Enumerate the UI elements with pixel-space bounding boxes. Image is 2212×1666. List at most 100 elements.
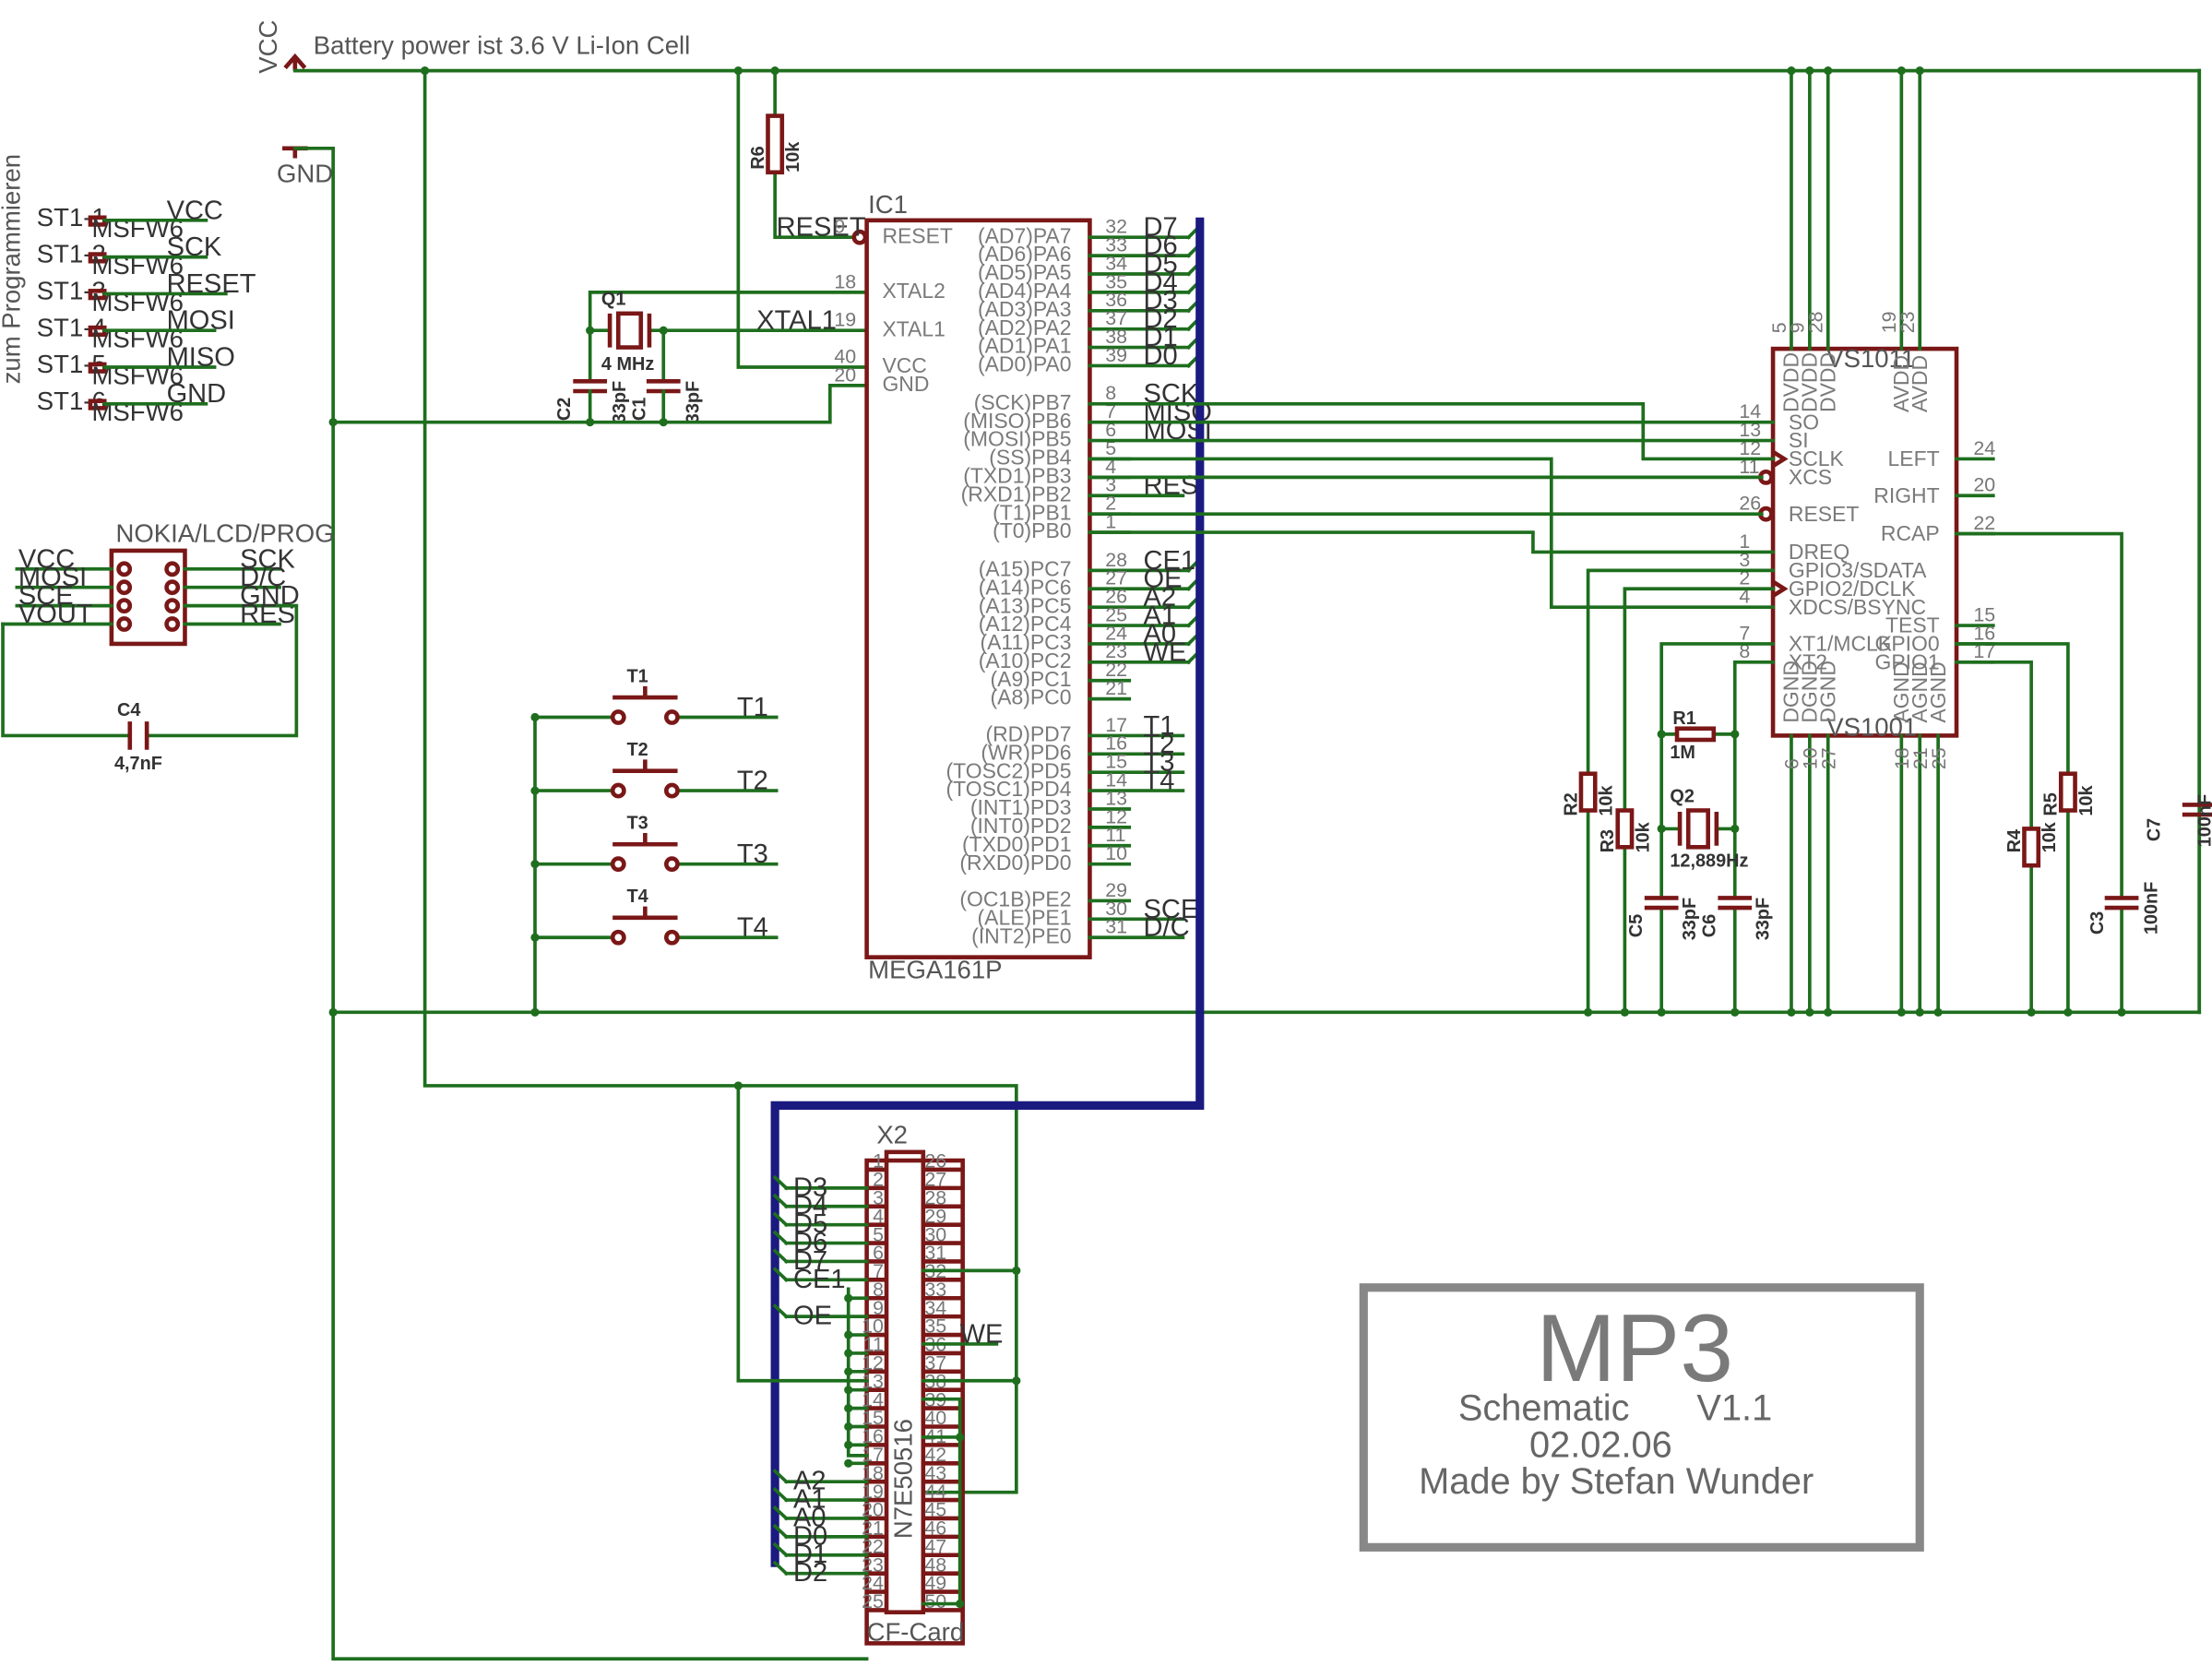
cf-we-net: WE (960, 1319, 1004, 1349)
ic1-net-label: D1 (1144, 323, 1178, 352)
ic1-pin-num: 39 (1105, 344, 1127, 366)
prog-row-4: ST1-4 MSFW6 MOSI (37, 306, 235, 353)
ic1-pin-num: 37 (1105, 307, 1127, 329)
ic1-net-label: T2 (1144, 730, 1175, 759)
vs-pin-num: 27 (1817, 747, 1839, 769)
nokia-lcd-connector: NOKIA/LCD/PROG VCC MOSI SCE VOUT SCK D/C… (1, 519, 335, 774)
ic1-pin-num: 34 (1105, 252, 1127, 274)
title-block-title: MP3 (1536, 1295, 1733, 1402)
ic1-pin-num: 3 (1105, 474, 1116, 496)
ic1-pin-num: 6 (1105, 419, 1116, 441)
ic1-pin-num: 20 (834, 363, 856, 386)
ic1-pin-num: 21 (1105, 677, 1127, 699)
ic1-pin-name: (INT0)PD2 (970, 814, 1072, 838)
cf-net-wire (772, 1174, 869, 1191)
nokia-title: NOKIA/LCD/PROG (115, 519, 334, 548)
cf-net-label: D7 (793, 1246, 827, 1276)
button-ref: T2 (626, 740, 648, 760)
vs-pin-name: TEST (1885, 613, 1940, 637)
ic1-pin-name: GND (882, 372, 929, 396)
cf-label: CF-Card (867, 1617, 965, 1646)
ic1-pin-name: (SS)PB4 (989, 446, 1071, 470)
ic1-pin-name: RESET (882, 223, 952, 247)
button-ref: T4 (626, 887, 648, 907)
cf-net-wire (772, 1523, 869, 1540)
cf-pin-num: 30 (924, 1223, 946, 1245)
ic1-part: MEGA161P (868, 956, 1002, 984)
ic1-pin-num: 27 (1105, 567, 1127, 589)
ic1-pin-name: (A12)PC4 (979, 612, 1072, 636)
ic1-net-label: D3 (1144, 286, 1178, 315)
cf-pin-num: 1 (873, 1150, 884, 1172)
ic1-net-label: D5 (1144, 249, 1178, 279)
ic1-pin-name: (A9)PC1 (991, 667, 1072, 691)
cf-net-label: D1 (793, 1540, 827, 1569)
vs-pin-name: DVDD (1815, 352, 1839, 412)
vs-pin-num: 16 (1973, 622, 1995, 644)
cf-pin-num: 11 (863, 1334, 884, 1356)
ic1-pin-num: 11 (1105, 824, 1125, 846)
vs-pin-num: 6 (1781, 758, 1803, 769)
nokia-left-1: MOSI (18, 563, 87, 592)
button-ref: T3 (626, 813, 648, 833)
data-bus (770, 217, 1205, 1567)
ic1-pin-num: 33 (1105, 234, 1127, 256)
ic1-net-label: CE1 (1144, 546, 1196, 576)
ic1-pin-num: 29 (1105, 879, 1127, 901)
vs-pin-name: RESET (1789, 502, 1859, 526)
r1-val: 1M (1670, 743, 1695, 763)
ic1-pin-name: (OC1B)PE2 (959, 887, 1071, 911)
cf-pin-num: 45 (924, 1499, 946, 1521)
prog-row-5: ST1-5 MSFW6 MISO (37, 342, 235, 389)
ic1-net-label: D7 (1144, 213, 1178, 243)
c4-val: 4,7nF (114, 754, 162, 774)
nokia-left-2: SCE (18, 581, 74, 611)
vs-pin-num: 1 (1739, 530, 1750, 553)
c1-ref: C1 (629, 398, 649, 421)
ic1-pin-name: (A10)PC2 (979, 649, 1072, 672)
ic1-ref: IC1 (868, 190, 908, 219)
vs-pin-name: GPIO2/DCLK (1789, 577, 1916, 601)
cf-pin-num: 28 (924, 1186, 946, 1208)
cf-pin-num: 18 (862, 1462, 884, 1484)
cf-net-label: OE (793, 1302, 832, 1331)
ic1-pin-name: (AD4)PA4 (978, 279, 1072, 303)
ic1-net-label: T1 (1144, 711, 1175, 741)
cf-pin-num: 4 (873, 1205, 884, 1227)
ic1-pin-num: 31 (1105, 916, 1127, 938)
ic1-net-label: OE (1144, 565, 1183, 594)
vs-pin-num: 5 (1768, 322, 1790, 333)
cf-pin-num: 44 (924, 1481, 946, 1503)
ic1-pin-name: (A8)PC0 (991, 685, 1072, 709)
ic1-pin-name: XTAL2 (882, 279, 945, 303)
ic1-pin-name: (A13)PC5 (979, 593, 1072, 617)
vs-pin-name: DGND (1798, 660, 1822, 723)
vs-pin-num: 8 (1739, 640, 1750, 662)
vs-pin-name: XDCS/BSYNC (1789, 595, 1926, 619)
cf-pin-num: 49 (924, 1572, 946, 1594)
cf-pin-num: 20 (862, 1499, 884, 1521)
reset-resistor-r6: R6 10k (733, 66, 869, 369)
ic1-pin-name: (RD)PD7 (985, 722, 1071, 746)
vs-pin-name: GPIO3/SDATA (1789, 558, 1927, 582)
r5-val: 10k (2076, 785, 2097, 816)
cf-pin-num: 29 (924, 1205, 946, 1227)
r4-ref: R4 (2004, 829, 2025, 852)
cf-pin-num: 48 (924, 1553, 946, 1576)
vs-pin-name: DGND (1779, 660, 1803, 723)
prog-row-3: ST1-3 MSFW6 RESET (37, 269, 256, 316)
vs-pin-num: 26 (1739, 493, 1761, 515)
q2-val: 12,889Hz (1670, 851, 1748, 872)
cf-net-label: A2 (793, 1467, 827, 1496)
vs-pin-name: SO (1789, 410, 1819, 434)
cf-pin-num: 2 (873, 1169, 884, 1191)
c1-val: 33pF (684, 381, 704, 423)
cf-pin-num: 33 (924, 1279, 946, 1301)
ic1-pin-name: (TXD1)PB3 (963, 463, 1071, 487)
title-block: MP3 Schematic V1.1 02.02.06 Made by Stef… (1359, 1283, 1924, 1552)
r3-ref: R3 (1598, 829, 1618, 852)
cf-pin-num: 26 (924, 1150, 946, 1172)
c3-ref: C3 (2087, 911, 2108, 934)
cf-net-wire (772, 1267, 869, 1282)
